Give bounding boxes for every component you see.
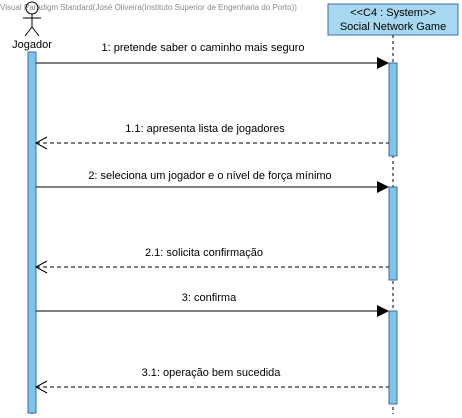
system-stereotype-label: <<C4 : System>> [350,7,436,19]
message-1-1[interactable]: 1.1: apresenta lista de jogadores [34,123,389,150]
message-label: 3: confirma [182,292,237,304]
system-activation-bar [388,310,398,405]
message-label: 3.1: operação bem sucedida [142,367,282,379]
watermark-text: Visual Paradigm Standard(José Oliveira(I… [0,3,297,12]
open-arrowhead-icon [34,260,48,274]
message-2[interactable]: 2: seleciona um jogador e o nível de for… [36,170,389,193]
message-label: 2.1: solicita confirmação [145,247,263,259]
open-arrowhead-icon [34,380,48,394]
system-name-label: Social Network Game [340,21,446,33]
message-3[interactable]: 3: confirma [36,292,389,317]
system-activation-bar [388,186,398,281]
actor-label: Jogador [12,39,52,51]
actor-activation-bar [27,51,37,414]
filled-arrowhead-icon [377,181,389,193]
message-1[interactable]: 1: pretende saber o caminho mais seguro [36,42,389,69]
stick-figure-actor-icon [23,1,41,37]
message-2-1[interactable]: 2.1: solicita confirmação [34,247,389,274]
system-lifeline-head[interactable] [327,3,459,36]
message-label: 2: seleciona um jogador e o nível de for… [88,170,331,182]
filled-arrowhead-icon [377,57,389,69]
message-label: 1: pretende saber o caminho mais seguro [101,42,304,54]
message-3-1[interactable]: 3.1: operação bem sucedida [34,367,389,394]
message-label: 1.1: apresenta lista de jogadores [125,123,285,135]
filled-arrowhead-icon [377,305,389,317]
open-arrowhead-icon [34,136,48,150]
system-activation-bar [388,62,398,157]
